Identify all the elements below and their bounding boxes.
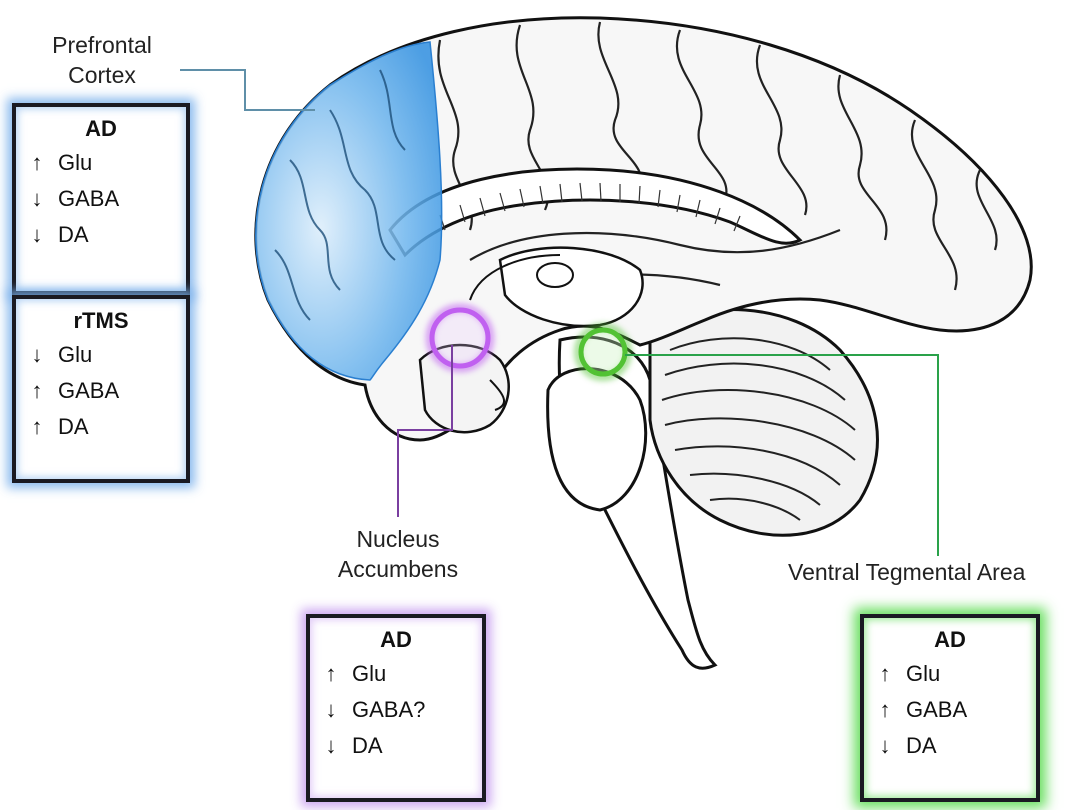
prefrontal-cortex-label: Prefrontal Cortex (22, 30, 182, 90)
row-label: GABA? (352, 692, 425, 728)
arrow-icon: ↓ (322, 692, 340, 728)
box-title: AD (876, 626, 1024, 654)
gaba-row: ↓ GABA (28, 181, 174, 217)
row-label: GABA (58, 373, 119, 409)
box-title: rTMS (28, 307, 174, 335)
vta-ad-box: AD ↑ Glu ↑ GABA ↓ DA (860, 614, 1040, 802)
row-label: Glu (906, 656, 940, 692)
nucleus-accumbens-ring (432, 310, 488, 366)
pfc-rtms-box: rTMS ↓ Glu ↑ GABA ↑ DA (12, 295, 190, 483)
arrow-icon: ↑ (28, 145, 46, 181)
nucleus-accumbens-label: Nucleus Accumbens (318, 524, 478, 584)
glu-row: ↑ Glu (322, 656, 470, 692)
arrow-icon: ↓ (322, 728, 340, 764)
da-row: ↓ DA (876, 728, 1024, 764)
row-label: Glu (352, 656, 386, 692)
arrow-icon: ↓ (876, 728, 894, 764)
thalamus-nucleus (537, 263, 573, 287)
arrow-icon: ↑ (322, 656, 340, 692)
row-label: GABA (58, 181, 119, 217)
row-label: DA (58, 217, 89, 253)
vta-label: Ventral Tegmental Area (788, 557, 1088, 587)
box-title: AD (28, 115, 174, 143)
pons (548, 369, 646, 510)
da-row: ↑ DA (28, 409, 174, 445)
nacc-ad-box: AD ↑ Glu ↓ GABA? ↓ DA (306, 614, 486, 802)
pfc-leader-line (180, 70, 315, 110)
da-row: ↓ DA (322, 728, 470, 764)
arrow-icon: ↑ (876, 692, 894, 728)
da-row: ↓ DA (28, 217, 174, 253)
gaba-row: ↑ GABA (28, 373, 174, 409)
row-label: DA (906, 728, 937, 764)
arrow-icon: ↓ (28, 217, 46, 253)
arrow-icon: ↑ (28, 409, 46, 445)
gaba-row: ↓ GABA? (322, 692, 470, 728)
arrow-icon: ↓ (28, 337, 46, 373)
pfc-ad-box: AD ↑ Glu ↓ GABA ↓ DA (12, 103, 190, 295)
glu-row: ↓ Glu (28, 337, 174, 373)
vta-marker (581, 330, 625, 374)
row-label: GABA (906, 692, 967, 728)
row-label: DA (352, 728, 383, 764)
row-label: Glu (58, 337, 92, 373)
gaba-row: ↑ GABA (876, 692, 1024, 728)
arrow-icon: ↑ (28, 373, 46, 409)
box-title: AD (322, 626, 470, 654)
row-label: DA (58, 409, 89, 445)
glu-row: ↑ Glu (876, 656, 1024, 692)
glu-row: ↑ Glu (28, 145, 174, 181)
arrow-icon: ↓ (28, 181, 46, 217)
arrow-icon: ↑ (876, 656, 894, 692)
row-label: Glu (58, 145, 92, 181)
